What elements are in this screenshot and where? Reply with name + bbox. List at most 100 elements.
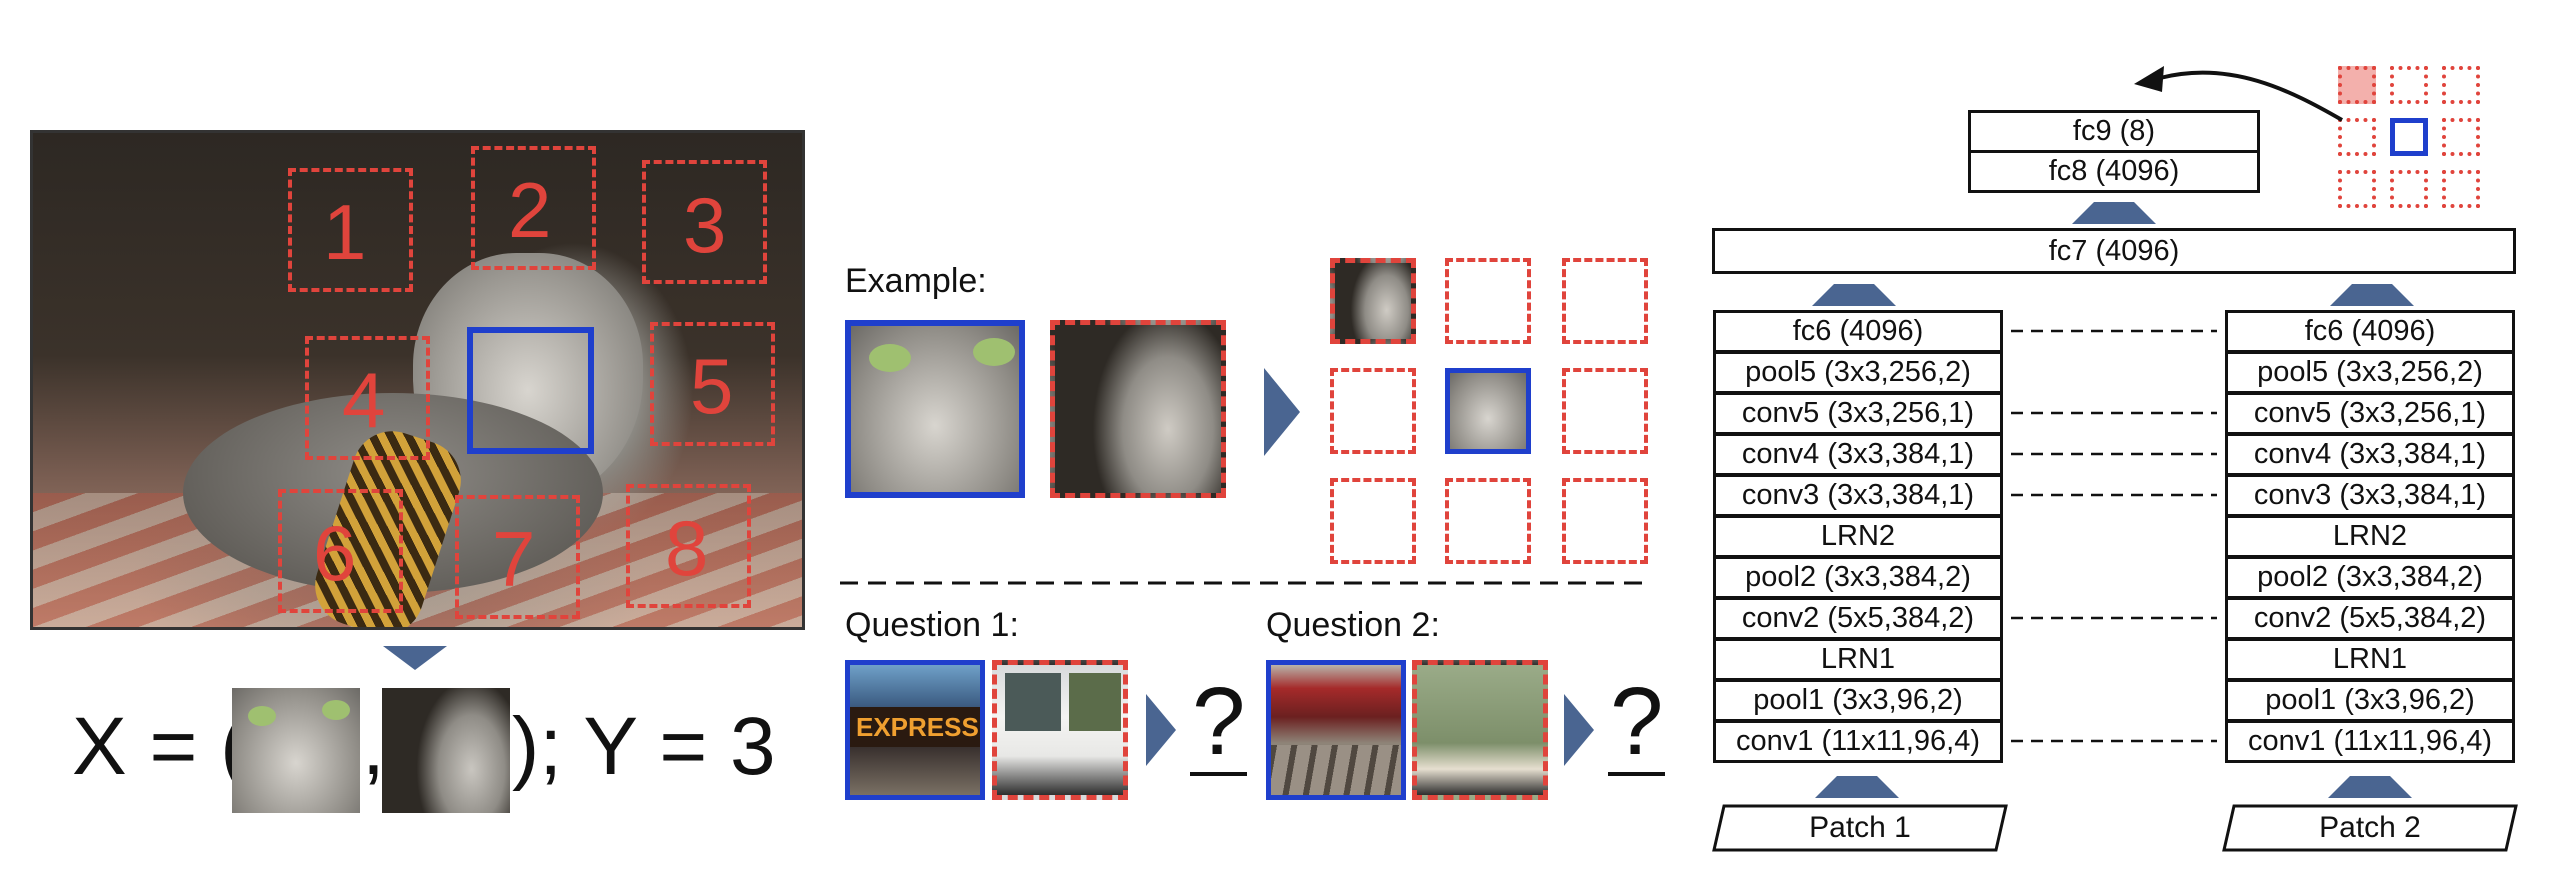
down-arrow-icon [383, 646, 447, 670]
bus-window-2 [1069, 673, 1121, 731]
mini-grid-cell-7 [2338, 170, 2376, 208]
cat-patch-label-3: 3 [683, 181, 727, 269]
equation-suffix: ); Y = 3 [512, 701, 776, 792]
tower-1-pool2: pool2 (3x3,384,2) [1713, 556, 2003, 599]
question-1-label: Question 1: [845, 606, 1019, 644]
curved-arrow-icon [2134, 66, 2343, 122]
equation-ear-patch-image [382, 688, 510, 813]
cat-patch-6 [278, 489, 403, 613]
tower-2-fc6: fc6 (4096) [2225, 310, 2515, 353]
tower-1-conv2: conv2 (5x5,384,2) [1713, 597, 2003, 640]
example-label: Example: [845, 262, 987, 300]
question-2-answer: ? [1608, 668, 1666, 776]
tower-1-lrn2: LRN2 [1713, 515, 2003, 558]
cat-patch-label-4: 4 [342, 356, 386, 444]
cat-center-patch [467, 327, 594, 454]
question-1-center-image: EXPRESS [845, 660, 985, 800]
layer-fc8: fc8 (4096) [1968, 150, 2260, 193]
tower-2-conv3: conv3 (3x3,384,1) [2225, 474, 2515, 517]
equation-comma: , [362, 701, 385, 792]
tower-2-pool2: pool2 (3x3,384,2) [2225, 556, 2515, 599]
up-arrow-tower-2-icon [2330, 284, 2414, 306]
up-arrow-patch-1-icon [1815, 776, 1899, 798]
patch-2-input-shape [2222, 804, 2518, 852]
tower-1-conv4: conv4 (3x3,384,1) [1713, 433, 2003, 476]
tower-2-conv4: conv4 (3x3,384,1) [2225, 433, 2515, 476]
tower-2-conv2: conv2 (5x5,384,2) [2225, 597, 2515, 640]
cat-photo [30, 130, 805, 630]
rail-tracks [1271, 745, 1401, 795]
grid-cell-4 [1330, 368, 1416, 454]
mini-grid-cell-2 [2390, 66, 2428, 104]
tower-1-fc6: fc6 (4096) [1713, 310, 2003, 353]
tower-1-lrn1: LRN1 [1713, 638, 2003, 681]
question-2-arrow-icon [1564, 694, 1594, 766]
example-eye-left [869, 344, 911, 372]
cat-patch-label-2: 2 [508, 166, 552, 254]
cat-patch-label-7: 7 [492, 515, 536, 603]
cat-patch-3 [642, 160, 767, 284]
tower-1-conv1: conv1 (11x11,96,4) [1713, 720, 2003, 763]
tower-1-pool5: pool5 (3x3,256,2) [1713, 351, 2003, 394]
cat-patch-4 [305, 336, 430, 460]
tower-1-conv3: conv3 (3x3,384,1) [1713, 474, 2003, 517]
cat-patch-2 [471, 146, 596, 270]
mini-grid-cell-center [2390, 118, 2428, 156]
grid-cell-2 [1445, 258, 1531, 344]
grid-cell-9 [1562, 478, 1648, 564]
grid-cell-6 [1562, 368, 1648, 454]
question-2-center-image [1266, 660, 1406, 800]
cat-patch-label-6: 6 [313, 509, 357, 597]
bus-window [1005, 673, 1061, 731]
mini-grid-cell-3 [2442, 66, 2480, 104]
express-sign: EXPRESS [850, 707, 980, 747]
cat-eye-right [322, 700, 350, 720]
tower-2-conv1: conv1 (11x11,96,4) [2225, 720, 2515, 763]
up-arrow-tower-1-icon [1812, 284, 1896, 306]
cat-patch-label-8: 8 [665, 504, 709, 592]
question-1-arrow-icon [1146, 694, 1176, 766]
grid-cell-1-filled [1330, 258, 1416, 344]
mini-grid-cell-9 [2442, 170, 2480, 208]
cat-patch-1 [288, 168, 413, 292]
mini-grid-cell-1 [2338, 66, 2376, 104]
weight-sharing-lines [2011, 329, 2217, 743]
equation-center-patch-image [232, 688, 360, 813]
question-2-label: Question 2: [1266, 606, 1440, 644]
grid-cell-8 [1445, 478, 1531, 564]
up-arrow-patch-2-icon [2328, 776, 2412, 798]
example-center-patch-image [845, 320, 1025, 498]
mini-grid-cell-4 [2338, 118, 2376, 156]
tower-2-pool5: pool5 (3x3,256,2) [2225, 351, 2515, 394]
section-separator [840, 581, 1650, 585]
layer-fc7: fc7 (4096) [1712, 228, 2516, 274]
equation-x-prefix: X = ( [72, 701, 248, 792]
cat-eye-left [248, 706, 276, 726]
cat-patch-8 [626, 484, 751, 608]
cat-patch-label-1: 1 [323, 188, 367, 276]
patch-1-input-shape [1712, 804, 2008, 852]
patch-1-input-label: Patch 1 [1809, 811, 1911, 844]
mini-grid-cell-8 [2390, 170, 2428, 208]
grid-cell-7 [1330, 478, 1416, 564]
question-2-neighbor-image [1412, 660, 1548, 800]
cat-patch-label-5: 5 [690, 342, 734, 430]
tower-2-conv5: conv5 (3x3,256,1) [2225, 392, 2515, 435]
example-arrow-icon [1264, 368, 1300, 456]
patch-2-input-label: Patch 2 [2319, 811, 2421, 844]
cat-patch-5 [650, 322, 775, 446]
grid-cell-center [1445, 368, 1531, 454]
example-eye-right [973, 338, 1015, 366]
up-arrow-fc7-icon [2072, 202, 2156, 224]
tower-1-conv5: conv5 (3x3,256,1) [1713, 392, 2003, 435]
tower-1-pool1: pool1 (3x3,96,2) [1713, 679, 2003, 722]
question-1-answer: ? [1190, 668, 1248, 776]
tower-2-lrn2: LRN2 [2225, 515, 2515, 558]
grid-cell-3 [1562, 258, 1648, 344]
tower-2-pool1: pool1 (3x3,96,2) [2225, 679, 2515, 722]
tower-2-lrn1: LRN1 [2225, 638, 2515, 681]
example-ear-patch-image [1050, 320, 1226, 498]
cat-patch-7 [455, 495, 580, 619]
question-1-neighbor-image [992, 660, 1128, 800]
mini-grid-cell-6 [2442, 118, 2480, 156]
